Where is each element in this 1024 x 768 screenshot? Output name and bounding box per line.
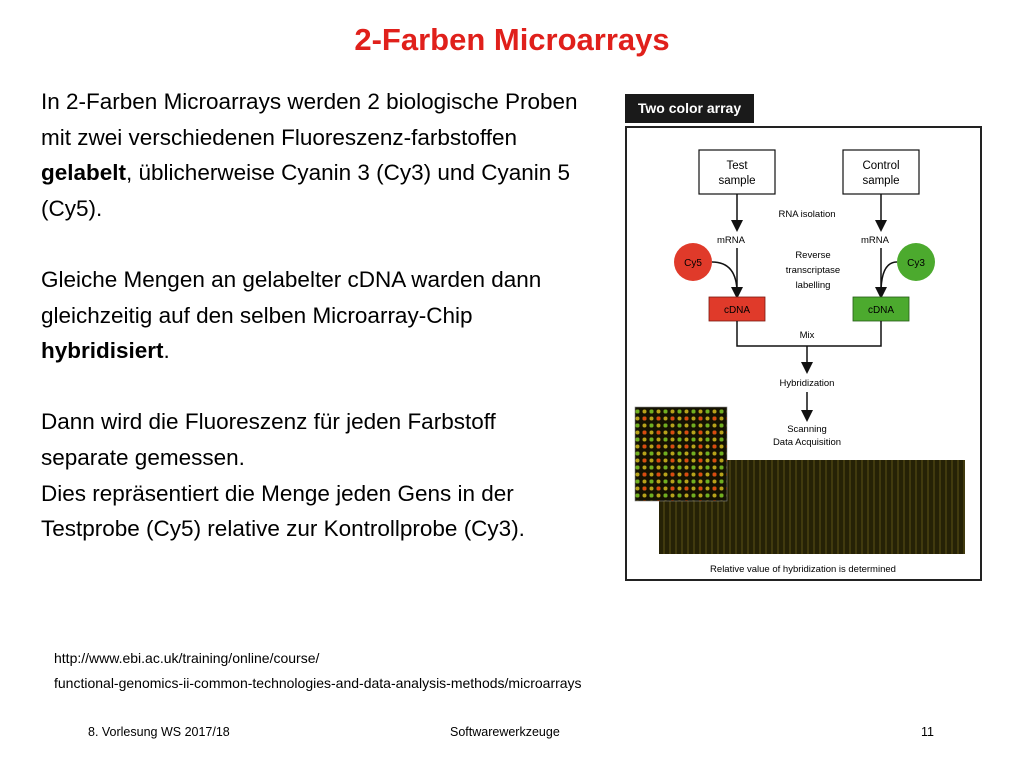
cdna-green-box: cDNA: [852, 296, 910, 322]
cy3-dye-circle: Cy3: [897, 243, 935, 281]
cdna-red-box: cDNA: [708, 296, 766, 322]
paragraph-gap: [41, 226, 581, 262]
cy5-dye-circle: Cy5: [674, 243, 712, 281]
figure-diagram: Test sample Control sample RNA isolation…: [634, 149, 965, 575]
scanned-array-image: [659, 460, 965, 554]
two-color-array-figure: Test sample Control sample RNA isolation…: [625, 126, 982, 581]
svg-text:transcriptase: transcriptase: [786, 265, 840, 276]
source-url-line2[interactable]: functional-genomics-ii-common-technologi…: [54, 675, 582, 691]
scanning-label: Scanning: [787, 424, 827, 435]
svg-text:sample: sample: [718, 175, 755, 187]
paragraph-measurement: Dann wird die Fluoreszenz für jeden Farb…: [41, 409, 496, 470]
bold-term-hybridisiert: hybridisiert: [41, 338, 164, 364]
paragraph-hybridization: Gleiche Mengen an gelabelter cDNA warden…: [41, 266, 542, 364]
figure-label: Two color array: [625, 94, 754, 123]
arrow-cy5-labelling: [711, 261, 743, 299]
svg-text:Cy5: Cy5: [684, 258, 702, 269]
arrow-cy3-labelling: [875, 261, 898, 299]
data-acquisition-label: Data Acquisition: [773, 437, 841, 448]
hybridization-label: Hybridization: [780, 378, 835, 389]
bold-term-gelabelt: gelabelt: [41, 160, 127, 186]
footer-page-number: 11: [921, 725, 934, 739]
test-sample-box: Test sample: [698, 149, 776, 195]
svg-text:cDNA: cDNA: [724, 305, 750, 316]
paragraph-gap: [41, 369, 581, 405]
slide-title: 2-Farben Microarrays: [354, 22, 670, 57]
svg-text:cDNA: cDNA: [868, 305, 894, 316]
svg-text:labelling: labelling: [796, 280, 831, 291]
mix-label: Mix: [800, 330, 815, 341]
source-url-line1[interactable]: http://www.ebi.ac.uk/training/online/cou…: [54, 650, 320, 666]
control-sample-box: Control sample: [842, 149, 920, 195]
footer-course: Softwarewerkzeuge: [450, 725, 560, 739]
paragraph-labeling: In 2-Farben Microarrays werden 2 biologi…: [41, 89, 578, 221]
footer-lecture: 8. Vorlesung WS 2017/18: [88, 725, 230, 739]
svg-text:Cy3: Cy3: [907, 258, 925, 269]
slide-body: In 2-Farben Microarrays werden 2 biologi…: [41, 84, 581, 547]
rna-isolation-label: RNA isolation: [778, 209, 835, 220]
figure-caption: Relative value of hybridization is deter…: [710, 564, 896, 575]
paragraph-interpretation: Dies repräsentiert die Menge jeden Gens …: [41, 480, 525, 542]
svg-text:Control: Control: [862, 160, 899, 172]
svg-text:Test: Test: [726, 160, 748, 172]
reverse-transcriptase-label: Reverse: [795, 250, 830, 261]
mrna-right-label: mRNA: [861, 235, 890, 246]
svg-text:sample: sample: [862, 175, 899, 187]
mix-merge-line: [736, 321, 882, 347]
mrna-left-label: mRNA: [717, 235, 746, 246]
microarray-spot-image: [634, 406, 728, 502]
